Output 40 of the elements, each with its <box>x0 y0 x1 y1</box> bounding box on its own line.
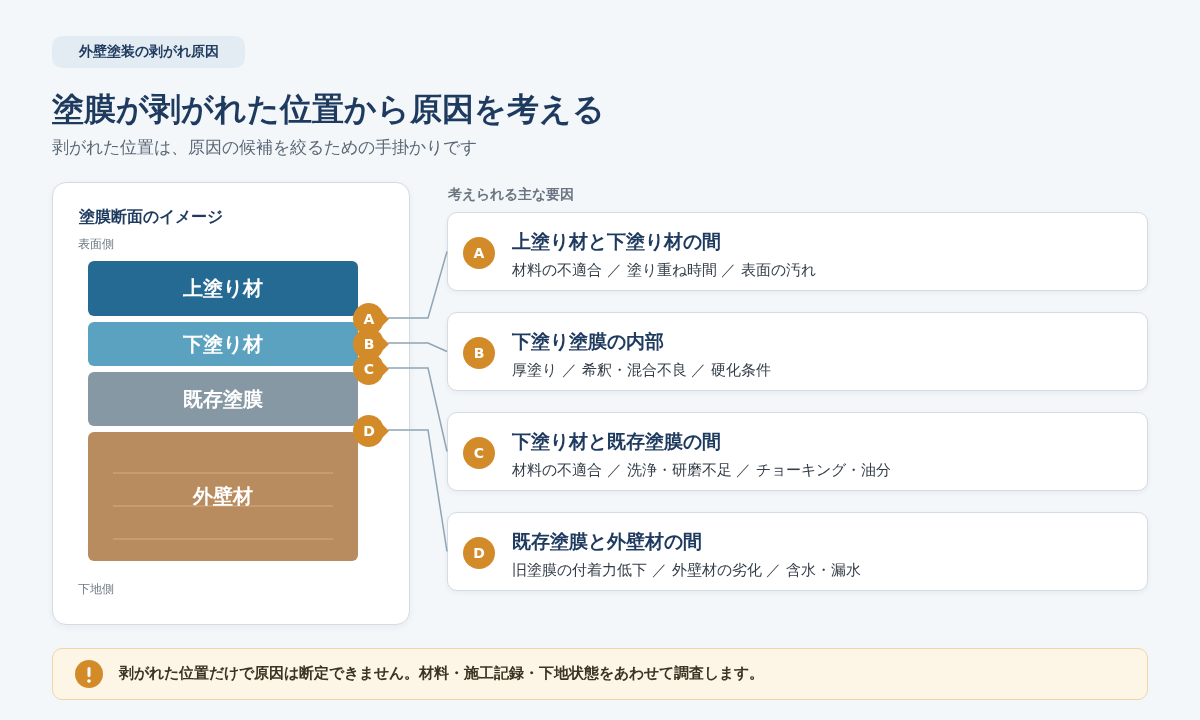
card-heading: 塗膜断面のイメージ <box>79 207 223 228</box>
cause-card <box>447 212 1148 291</box>
cause-title: 上塗り材と下塗り材の間 <box>512 229 721 254</box>
category-tag: 外壁塗装の剥がれ原因 <box>52 36 245 68</box>
layer-name: 既存塗膜 <box>183 385 263 413</box>
cause-card <box>447 312 1148 391</box>
notice-text: 剥がれた位置だけで原因は断定できません。材料・施工記録・下地状態をあわせて調査します。 <box>119 664 764 683</box>
connector-line <box>387 342 448 353</box>
notice-banner <box>52 648 1148 700</box>
position-marker: C <box>353 353 391 385</box>
letter-badge: D <box>463 537 495 569</box>
connector-line <box>387 250 448 319</box>
coating-layer <box>88 322 358 366</box>
page-title: 塗膜が剥がれた位置から原因を考える <box>52 89 605 130</box>
coating-layer <box>88 432 358 561</box>
coating-layer <box>88 372 358 426</box>
side-label: 表面側 <box>78 236 114 253</box>
cause-title: 下塗り材と既存塗膜の間 <box>512 429 721 454</box>
letter-badge: A <box>463 237 495 269</box>
letter-badge: C <box>463 437 495 469</box>
position-marker: D <box>353 415 391 447</box>
subtitle: 剥がれた位置は、原因の候補を絞るための手掛かりです <box>52 136 477 159</box>
cause-card <box>447 412 1148 491</box>
letter-badge: B <box>463 337 495 369</box>
cause-details: 厚塗り ／ 希釈・混合不良 ／ 硬化条件 <box>512 361 772 380</box>
cause-details: 旧塗膜の付着力低下 ／ 外壁材の劣化 ／ 含水・漏水 <box>512 561 862 580</box>
connector-line <box>387 367 448 453</box>
cause-details: 材料の不適合 ／ 洗浄・研磨不足 ／ チョーキング・油分 <box>512 461 892 480</box>
layer-name: 外壁材 <box>193 483 253 510</box>
cause-title: 既存塗膜と外壁材の間 <box>512 529 702 554</box>
layer-name: 下塗り材 <box>183 330 263 358</box>
side-label: 下地側 <box>78 581 114 598</box>
cause-card <box>447 512 1148 591</box>
layer-name: 上塗り材 <box>183 275 263 302</box>
connector-line <box>387 429 448 553</box>
section-heading: 考えられる主な要因 <box>448 186 574 204</box>
cause-title: 下塗り塗膜の内部 <box>512 329 664 354</box>
cross-section-card <box>52 182 410 625</box>
cause-details: 材料の不適合 ／ 塗り重ね時間 ／ 表面の汚れ <box>512 261 817 280</box>
coating-layer <box>88 261 358 316</box>
